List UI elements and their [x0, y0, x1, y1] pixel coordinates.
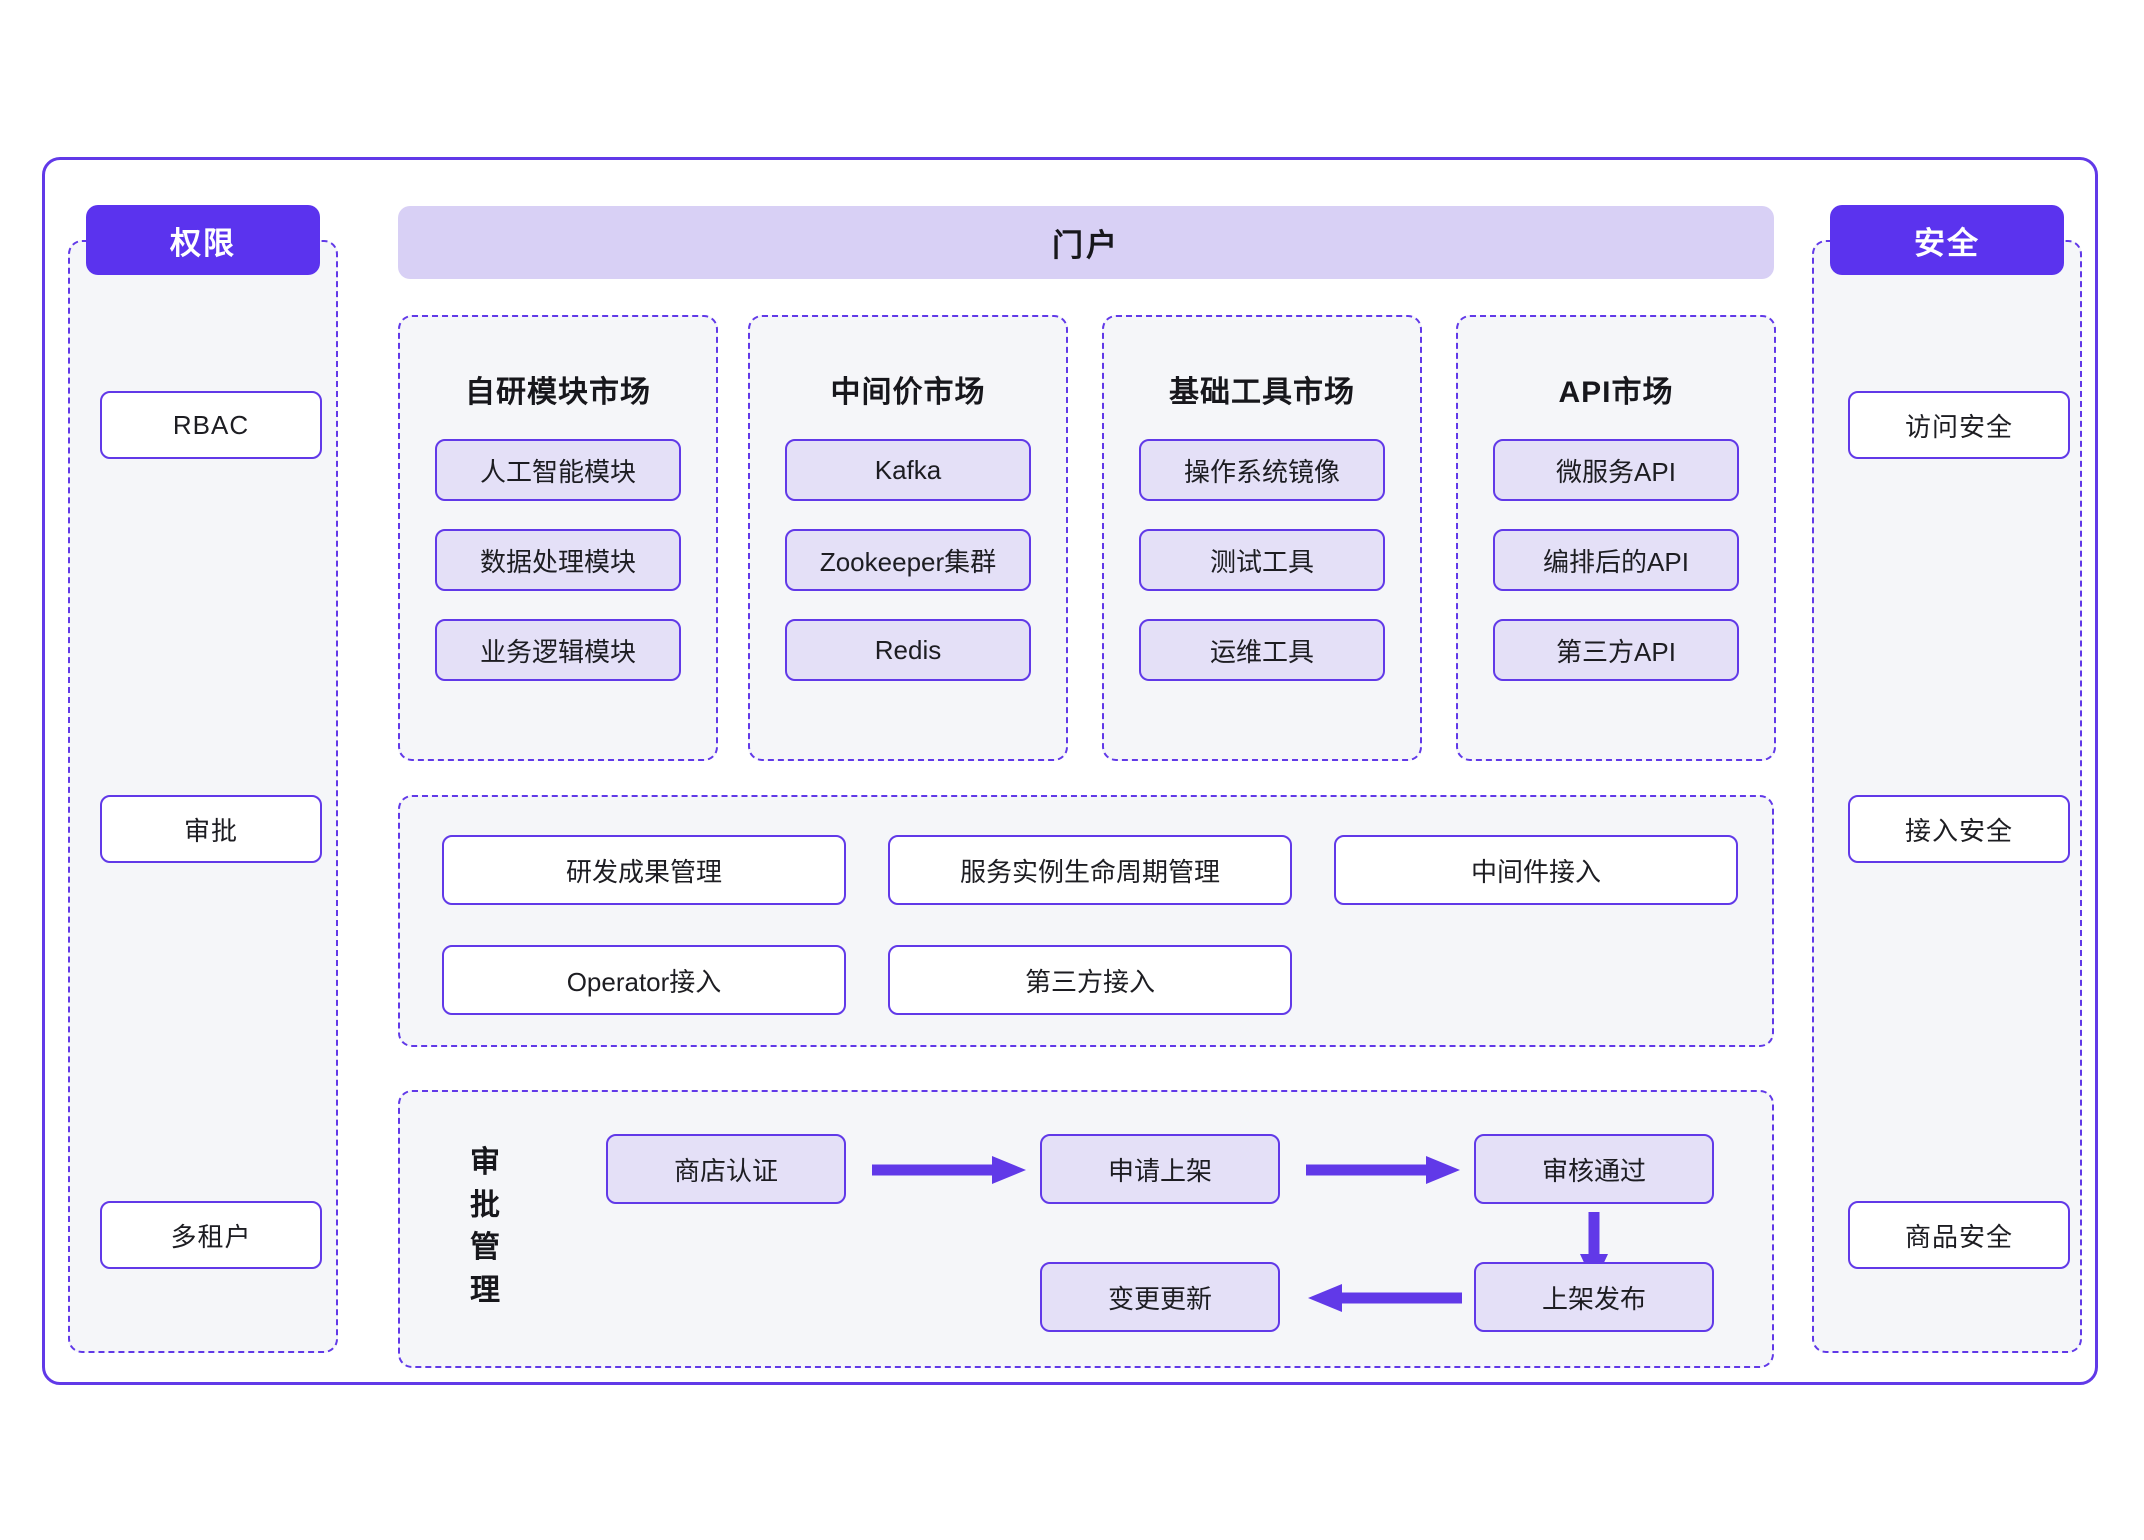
workflow-label-char: 审 — [470, 1146, 500, 1179]
market-chip[interactable]: 微服务API — [1493, 439, 1739, 501]
permission-panel-badge: 权限 — [86, 205, 320, 275]
market-chip[interactable]: 第三方API — [1493, 619, 1739, 681]
market-title: 自研模块市场 — [465, 376, 651, 409]
market-chip[interactable]: 运维工具 — [1139, 619, 1385, 681]
arrow-right-icon — [1306, 1156, 1460, 1184]
workflow-label-char: 批 — [470, 1188, 500, 1222]
market-item-list: 微服务API 编排后的API 第三方API — [1458, 439, 1774, 681]
workflow-node-store-cert[interactable]: 商店认证 — [606, 1134, 846, 1204]
market-panel-api: API市场 微服务API 编排后的API 第三方API — [1456, 315, 1776, 761]
capability-chip[interactable]: Operator接入 — [442, 945, 846, 1015]
market-title: 中间价市场 — [830, 376, 986, 409]
arrow-right-icon — [872, 1156, 1026, 1184]
security-item-product-security[interactable]: 商品安全 — [1848, 1201, 2070, 1269]
market-chip[interactable]: 编排后的API — [1493, 529, 1739, 591]
security-item-access-security[interactable]: 访问安全 — [1848, 391, 2070, 459]
permission-item-rbac[interactable]: RBAC — [100, 391, 322, 459]
workflow-node-publish[interactable]: 上架发布 — [1474, 1262, 1714, 1332]
market-chip[interactable]: Redis — [785, 619, 1031, 681]
workflow-label-char: 管 — [470, 1231, 500, 1265]
market-chip[interactable]: 操作系统镜像 — [1139, 439, 1385, 501]
market-panel-self-developed: 自研模块市场 人工智能模块 数据处理模块 业务逻辑模块 — [398, 315, 718, 761]
workflow-label-char: 理 — [470, 1273, 500, 1307]
capability-chip[interactable]: 研发成果管理 — [442, 835, 846, 905]
market-item-list: Kafka Zookeeper集群 Redis — [750, 439, 1066, 681]
workflow-node-review-passed[interactable]: 审核通过 — [1474, 1134, 1714, 1204]
portal-header: 门户 — [398, 206, 1774, 279]
market-chip[interactable]: 数据处理模块 — [435, 529, 681, 591]
market-panel-base-tools: 基础工具市场 操作系统镜像 测试工具 运维工具 — [1102, 315, 1422, 761]
capability-chip[interactable]: 中间件接入 — [1334, 835, 1738, 905]
workflow-node-apply-listing[interactable]: 申请上架 — [1040, 1134, 1280, 1204]
capability-list: 研发成果管理 服务实例生命周期管理 中间件接入 Operator接入 第三方接入 — [442, 835, 1742, 1015]
capability-chip[interactable]: 服务实例生命周期管理 — [888, 835, 1292, 905]
security-panel-badge: 安全 — [1830, 205, 2064, 275]
market-title: 基础工具市场 — [1169, 376, 1355, 409]
workflow-node-change-update[interactable]: 变更更新 — [1040, 1262, 1280, 1332]
permission-item-multi-tenant[interactable]: 多租户 — [100, 1201, 322, 1269]
market-panel-middleware: 中间价市场 Kafka Zookeeper集群 Redis — [748, 315, 1068, 761]
market-chip[interactable]: 业务逻辑模块 — [435, 619, 681, 681]
market-chip[interactable]: Kafka — [785, 439, 1031, 501]
workflow-section-label: 审 批 管 理 — [462, 1142, 508, 1312]
market-chip[interactable]: Zookeeper集群 — [785, 529, 1031, 591]
market-title: API市场 — [1558, 376, 1674, 409]
security-item-entry-security[interactable]: 接入安全 — [1848, 795, 2070, 863]
capability-panel: 研发成果管理 服务实例生命周期管理 中间件接入 Operator接入 第三方接入 — [398, 795, 1774, 1047]
capability-chip[interactable]: 第三方接入 — [888, 945, 1292, 1015]
market-chip[interactable]: 人工智能模块 — [435, 439, 681, 501]
arrow-left-icon — [1308, 1284, 1462, 1312]
market-item-list: 人工智能模块 数据处理模块 业务逻辑模块 — [400, 439, 716, 681]
permission-item-approval[interactable]: 审批 — [100, 795, 322, 863]
market-chip[interactable]: 测试工具 — [1139, 529, 1385, 591]
market-item-list: 操作系统镜像 测试工具 运维工具 — [1104, 439, 1420, 681]
approval-workflow-panel: 审 批 管 理 商店认证 申请上架 审核通过 上架发布 变更更新 — [398, 1090, 1774, 1368]
